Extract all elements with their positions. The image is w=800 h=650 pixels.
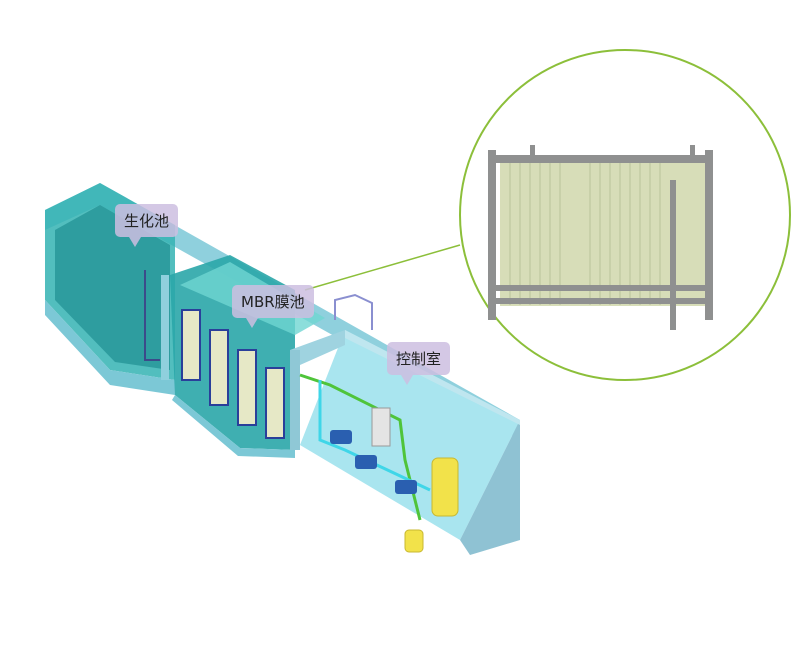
cyan-pipe [318, 380, 431, 492]
dosing-tank [431, 457, 459, 517]
control-room-left-wall [290, 350, 300, 450]
pipe [334, 293, 373, 330]
mbr-floor [172, 395, 295, 458]
control-room-right-wall [460, 420, 520, 555]
label-control-room: 控制室 [387, 342, 451, 385]
mbr-module-detail [488, 145, 713, 330]
label-mbr-tank: MBR膜池 [232, 285, 314, 328]
control-room-front-wall [290, 330, 345, 365]
small-dosing-tank [404, 529, 424, 553]
pipe [144, 270, 160, 361]
bio-tank-floor [45, 300, 175, 395]
bio-tank-water [55, 205, 170, 370]
label-bio-tank: 生化池 [115, 204, 179, 247]
membrane-modules [181, 309, 285, 439]
control-cabinet [371, 407, 391, 447]
pumps [330, 430, 417, 494]
control-room-floor [300, 330, 520, 540]
callout-line [304, 244, 461, 291]
